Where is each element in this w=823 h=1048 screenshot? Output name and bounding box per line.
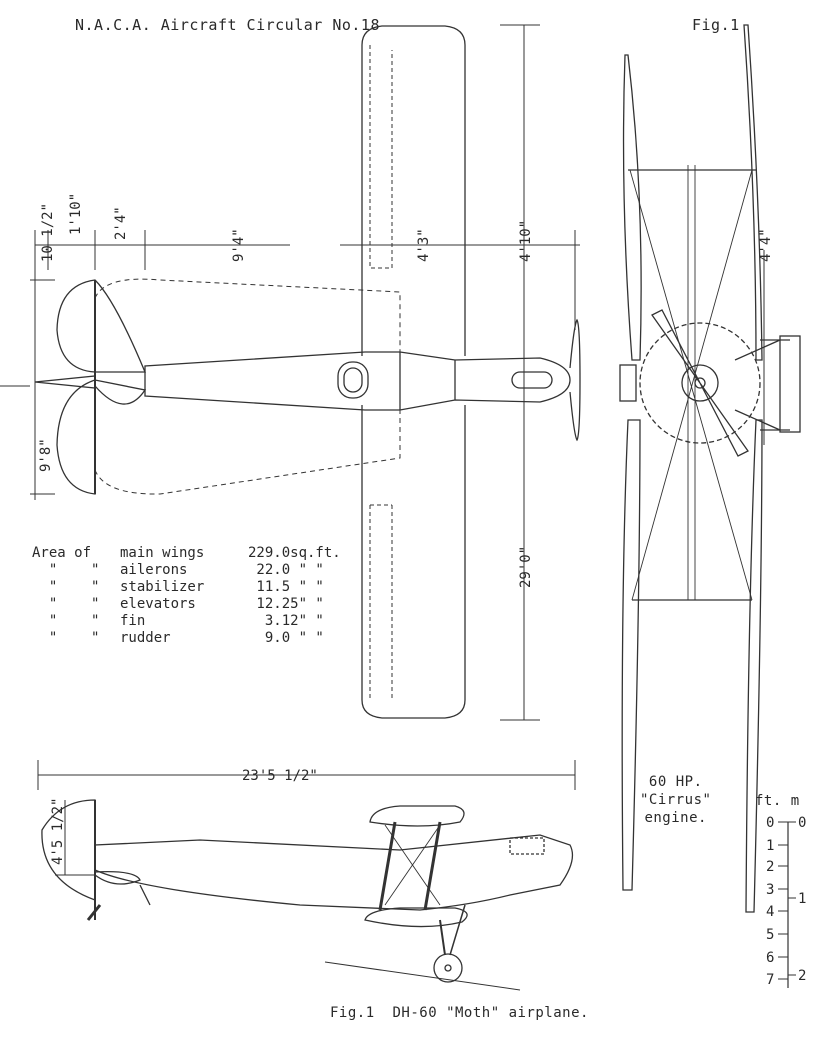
scale-m-1: 1 xyxy=(798,891,806,907)
side-upper-wing xyxy=(369,805,465,827)
area-row-ailerons: " "ailerons 22.0 " " xyxy=(32,562,324,578)
area-row-stabilizer: " "stabilizer 11.5 " " xyxy=(32,579,324,595)
front-engine-cowl xyxy=(639,322,761,444)
plan-view xyxy=(0,24,581,721)
area-row-fin: " "fin 3.12" " xyxy=(32,613,324,629)
dim-wing-gap: 4'10" xyxy=(518,220,534,262)
dim-fuselage-front: 9'4" xyxy=(231,228,247,262)
plan-lower-wing xyxy=(361,405,466,719)
plan-fuselage xyxy=(144,351,571,411)
scale-header: ft. m xyxy=(755,793,800,809)
figure-label: Fig.1 xyxy=(692,16,740,34)
scale-ft-6: 6 xyxy=(766,950,774,966)
figure-caption: Fig.1 DH-60 "Moth" airplane. xyxy=(330,1005,589,1021)
side-wheel xyxy=(433,953,463,983)
header-title: N.A.C.A. Aircraft Circular No.18 xyxy=(75,16,380,34)
scale-ft-5: 5 xyxy=(766,927,774,943)
dim-wing-chord: 4'3" xyxy=(416,228,432,262)
scale-ft-0: 0 xyxy=(766,815,774,831)
dim-wing-span: 29'0" xyxy=(518,546,534,588)
area-row-elevators: " "elevators 12.25" " xyxy=(32,596,324,612)
scale-ft-4: 4 xyxy=(766,904,774,920)
scale-m-2: 2 xyxy=(798,968,806,984)
front-upper-wing xyxy=(622,54,642,361)
scale-ft-1: 1 xyxy=(766,838,774,854)
area-row-rudder: " "rudder 9.0 " " xyxy=(32,630,324,646)
plan-tailplane xyxy=(56,279,146,373)
scale-ft-7: 7 xyxy=(766,972,774,988)
dim-tail-1: 1'10" xyxy=(68,193,84,235)
dim-height: 4'5 1/2" xyxy=(50,798,66,865)
side-tail-fin xyxy=(41,799,96,920)
dim-tail-2: 2'4" xyxy=(113,206,129,240)
side-view xyxy=(37,760,576,991)
dim-overall-length: 23'5 1/2" xyxy=(242,768,318,784)
side-fuselage xyxy=(94,834,574,911)
scale-m-0: 0 xyxy=(798,815,806,831)
scale-ft-3: 3 xyxy=(766,882,774,898)
dim-front-gap: 4'4" xyxy=(758,228,774,262)
front-view xyxy=(619,24,801,913)
scale-ft-2: 2 xyxy=(766,859,774,875)
dim-tail-span: 9'8" xyxy=(38,438,54,472)
scale-bar xyxy=(778,821,796,988)
engine-note: 60 HP. "Cirrus" engine. xyxy=(640,774,712,826)
dim-tail-half: 10 1/2" xyxy=(40,203,56,262)
plan-upper-wing xyxy=(361,25,466,356)
